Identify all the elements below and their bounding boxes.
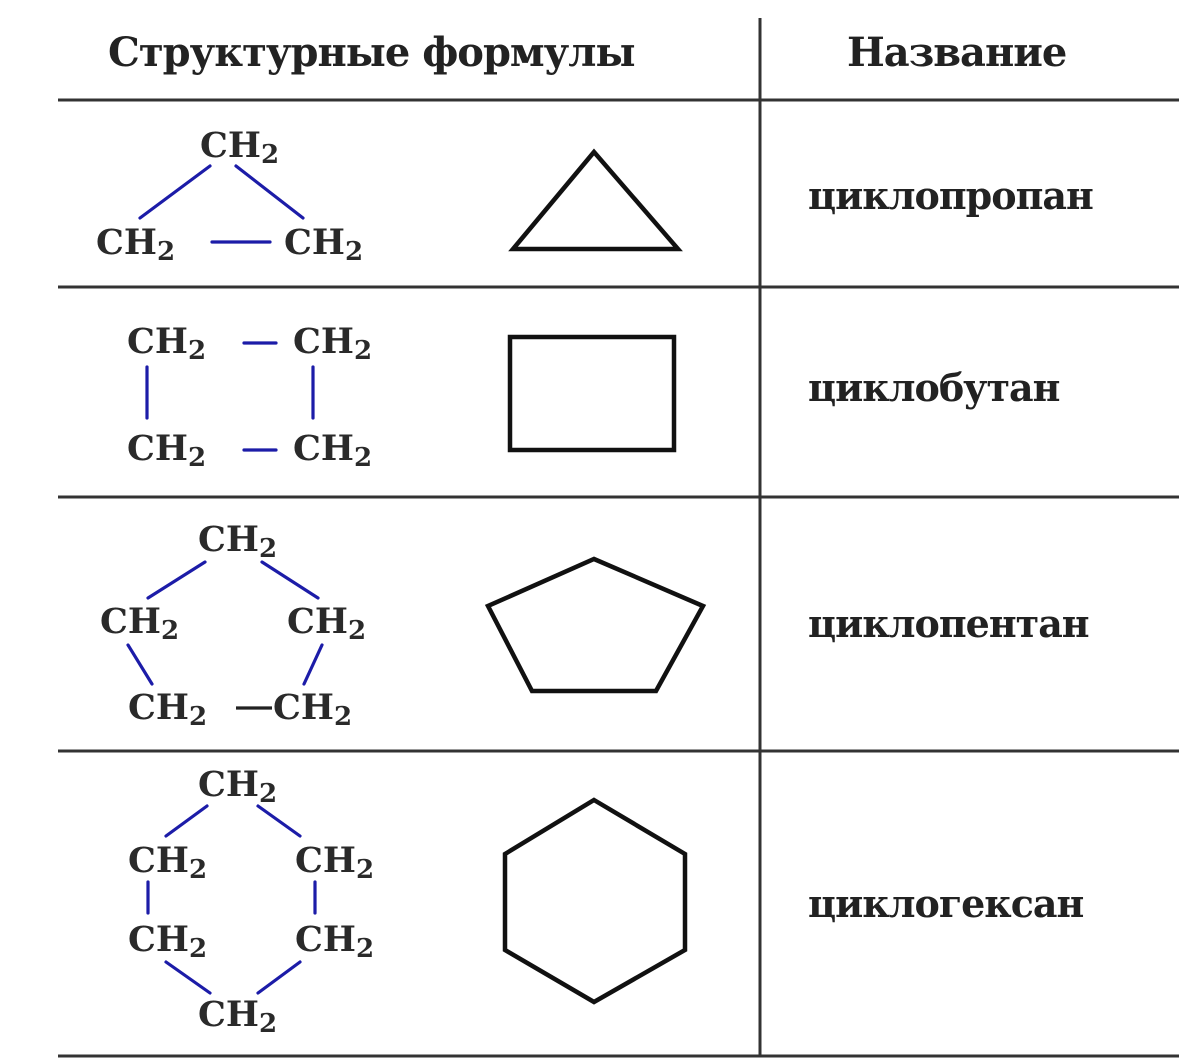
structural-formula-cyclohexane: CH2 CH2 CH2 CH2 CH2 CH2 <box>128 764 374 1039</box>
ch2-group: CH2 <box>295 919 374 964</box>
bond <box>256 804 302 838</box>
bond <box>164 804 209 838</box>
ch2-group: CH2 <box>128 687 207 732</box>
ch2-group: CH2 <box>295 840 374 885</box>
header-name: Название <box>847 29 1066 76</box>
skeletal-square <box>507 334 677 453</box>
compound-name: циклогексан <box>808 881 1084 926</box>
bond <box>234 164 305 220</box>
ch2-group: CH2 <box>198 519 277 564</box>
table-grid <box>58 18 1179 1058</box>
compound-name: циклопропан <box>808 173 1093 218</box>
structural-formula-cyclopropane: CH2 CH2 CH2 <box>96 125 363 267</box>
compound-name: циклобутан <box>808 365 1060 410</box>
ch2-group: CH2 <box>198 764 277 809</box>
row-cyclobutane: CH2 CH2 CH2 CH2 циклобутан <box>127 321 1061 473</box>
ch2-group: CH2 <box>128 919 207 964</box>
ch2-group: CH2 <box>100 601 179 646</box>
bond <box>138 164 212 220</box>
bond <box>146 560 207 600</box>
ch2-group: CH2 <box>127 428 206 473</box>
bond <box>126 643 154 686</box>
ch2-group: CH2 <box>273 687 352 732</box>
ch2-group: CH2 <box>127 321 206 366</box>
row-cyclopentane: CH2 CH2 CH2 CH2 CH2 циклопентан <box>100 519 1090 732</box>
ch2-group: CH2 <box>128 840 207 885</box>
skeletal-triangle <box>508 148 683 252</box>
ch2-group: CH2 <box>200 125 279 170</box>
skeletal-pentagon <box>484 556 707 694</box>
row-cyclopropane: CH2 CH2 CH2 циклопропан <box>96 125 1094 267</box>
ch2-group: CH2 <box>198 994 277 1039</box>
structural-formula-cyclobutane: CH2 CH2 CH2 CH2 <box>127 321 372 473</box>
compound-name: циклопентан <box>808 601 1089 646</box>
ch2-group: CH2 <box>287 601 366 646</box>
ch2-group: CH2 <box>284 222 363 267</box>
row-cyclohexane: CH2 CH2 CH2 CH2 CH2 CH2 циклогексан <box>128 764 1085 1039</box>
ch2-group: CH2 <box>293 321 372 366</box>
structural-formula-cyclopentane: CH2 CH2 CH2 CH2 CH2 <box>100 519 366 732</box>
bond <box>260 560 320 600</box>
bond <box>256 960 302 995</box>
skeletal-hexagon <box>502 797 688 1005</box>
ch2-group: CH2 <box>293 428 372 473</box>
ch2-group: CH2 <box>96 222 175 267</box>
bond <box>164 960 212 995</box>
header-formulas: Структурные формулы <box>108 29 635 76</box>
bond <box>302 643 324 686</box>
